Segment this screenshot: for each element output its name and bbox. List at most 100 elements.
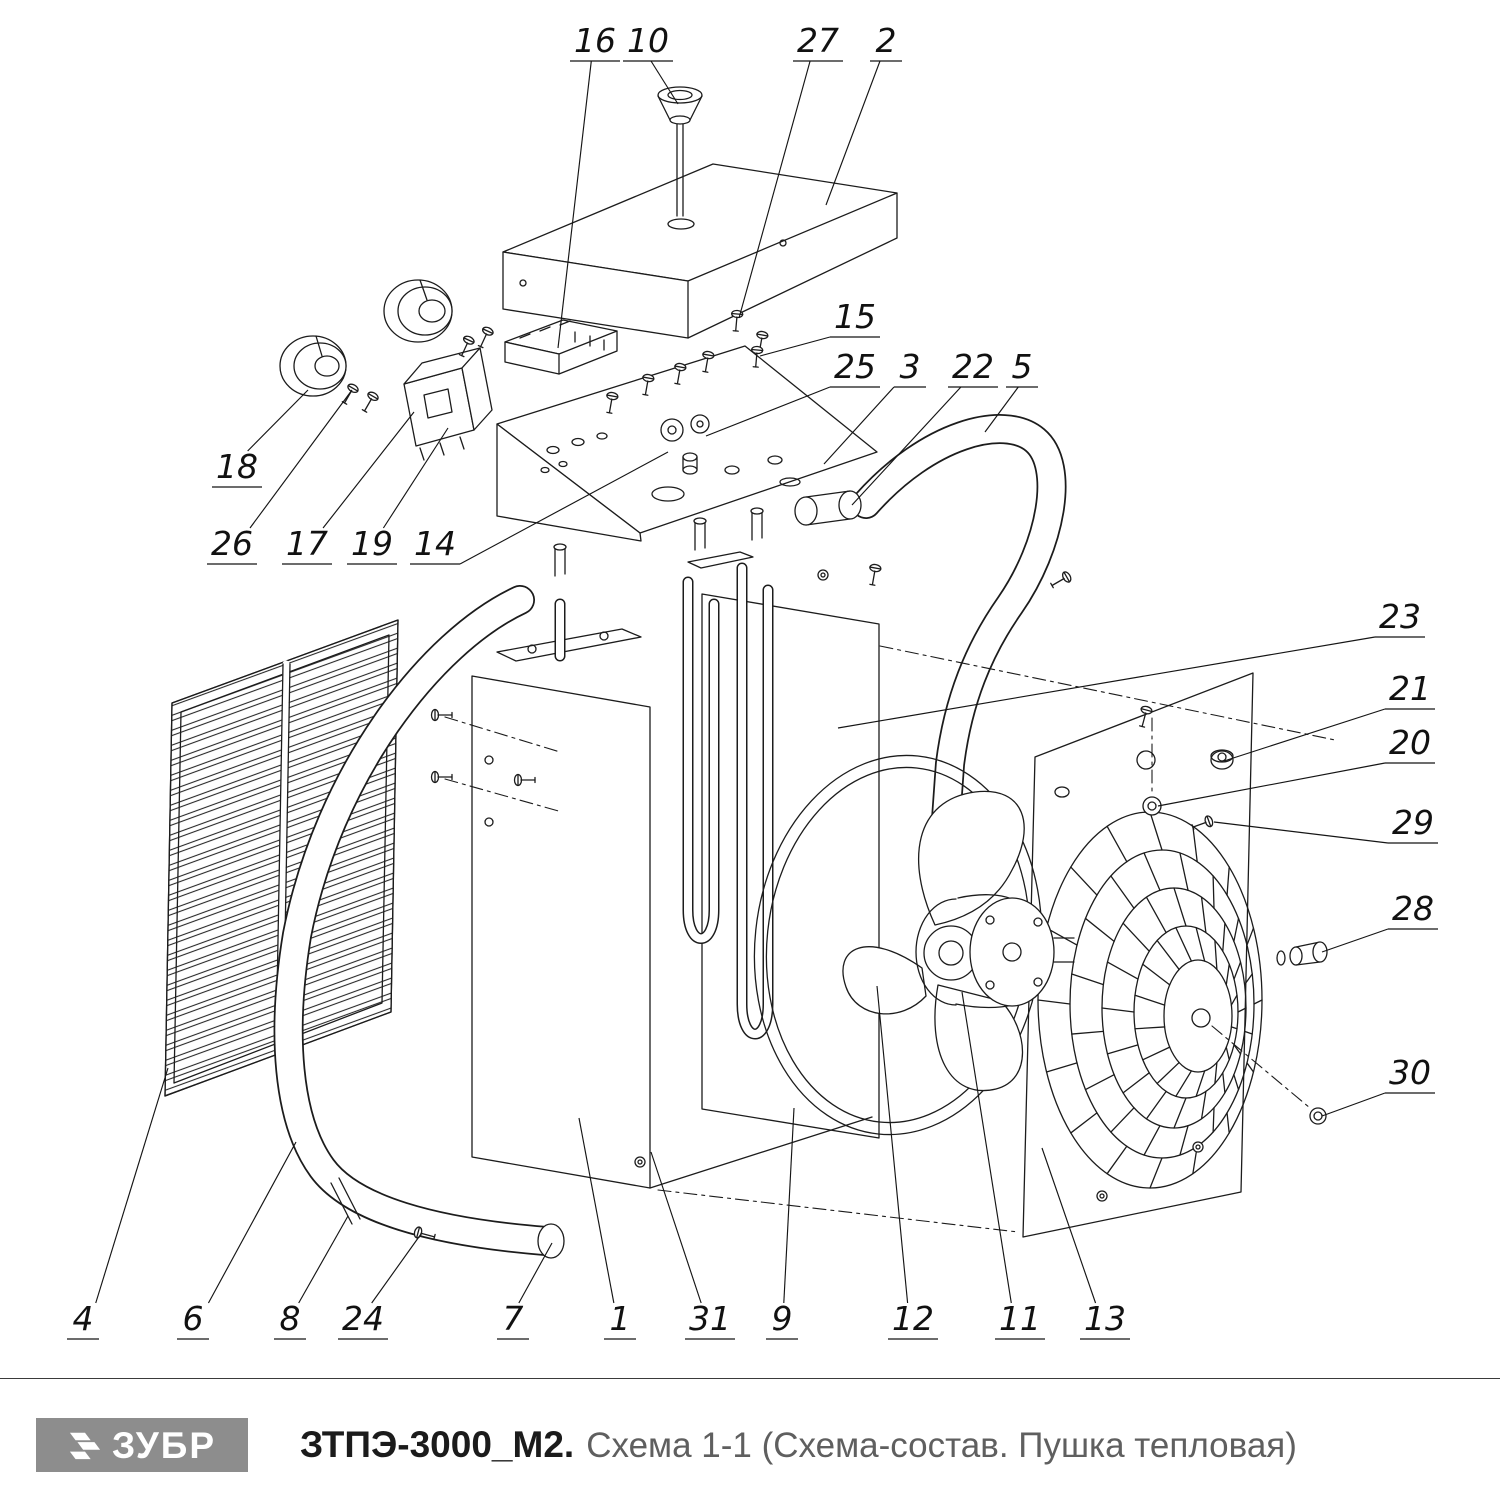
screw-glyph (642, 373, 655, 396)
bolt-part (1276, 941, 1328, 966)
leader-line-16 (557, 60, 592, 349)
leader-line-8 (298, 1215, 349, 1304)
leader-line-24 (371, 1233, 422, 1304)
zubr-logo: ЗУБР (36, 1418, 248, 1472)
screw-glyph (341, 383, 359, 405)
grille-ring (1163, 959, 1233, 1073)
leader-line-17 (322, 411, 415, 529)
brand-name: ЗУБР (111, 1424, 217, 1466)
leader-line-6 (207, 1141, 297, 1304)
fasteners (341, 309, 1214, 1240)
leader-line-23 (837, 636, 1376, 729)
scheme-name: Схема 1-1 (Схема-состав. Пушка тепловая) (586, 1426, 1297, 1465)
callout-5: 5 (1012, 347, 1033, 386)
top-cover-part (502, 163, 898, 339)
callout-11: 11 (999, 1299, 1041, 1338)
leader-line-28 (1321, 928, 1389, 953)
leader-line-21 (1223, 708, 1386, 762)
callout-22: 22 (952, 347, 994, 386)
leader-line-2 (825, 60, 881, 206)
screw-glyph (869, 563, 882, 586)
leader-line-7 (518, 1242, 553, 1304)
callout-20: 20 (1389, 723, 1431, 762)
screw-glyph (674, 362, 687, 385)
callout-18: 18 (216, 447, 258, 486)
callout-10: 10 (627, 21, 669, 60)
body-panel-part (471, 675, 873, 1189)
leader-line-3 (823, 386, 895, 465)
model-number: ЗТПЭ-3000_М2. (300, 1424, 575, 1465)
callout-24: 24 (342, 1299, 384, 1338)
leader-line-13 (1041, 1147, 1097, 1304)
fan-impeller-part (842, 790, 1025, 1092)
leader-line-22 (851, 386, 962, 506)
screw-glyph (606, 391, 619, 414)
screw-glyph (430, 708, 453, 722)
heating-element-part (496, 507, 880, 1139)
callout-3: 3 (900, 347, 921, 386)
screw-glyph (702, 350, 715, 373)
leader-line-14 (459, 451, 669, 565)
screw-glyph (731, 309, 744, 332)
callout-25: 25 (834, 347, 876, 386)
rear-panel-part (1022, 672, 1254, 1238)
scheme-title: ЗТПЭ-3000_М2. Схема 1-1 (Схема-состав. Пу… (300, 1424, 1297, 1466)
leader-line-19 (382, 427, 449, 529)
leader-line-9 (783, 1107, 795, 1304)
leader-line-26 (249, 389, 353, 529)
support-frame-part (273, 585, 565, 1259)
leader-line-29 (1213, 821, 1389, 844)
callout-6: 6 (183, 1299, 204, 1338)
screw-glyph (1191, 815, 1214, 831)
callout-14: 14 (414, 524, 456, 563)
leader-line-31 (650, 1151, 702, 1304)
grille-center-hole (1191, 1008, 1211, 1028)
callout-8: 8 (280, 1299, 301, 1338)
handle-frame-part (851, 414, 1067, 863)
screw-glyph (1050, 571, 1072, 589)
callout-31: 31 (689, 1299, 731, 1338)
fasteners-static (817, 569, 1328, 1202)
callout-4: 4 (73, 1299, 94, 1338)
callout-9: 9 (772, 1299, 793, 1338)
callout-17: 17 (286, 524, 328, 563)
callout-16: 16 (574, 21, 616, 60)
leader-line-15 (759, 336, 831, 357)
screw-glyph (361, 391, 379, 413)
callout-29: 29 (1392, 803, 1434, 842)
tube-spacer-part (794, 490, 862, 526)
construction-lines (444, 645, 1336, 1233)
callout-28: 28 (1392, 889, 1434, 928)
nut-part (1309, 1107, 1327, 1125)
screw-glyph (751, 345, 764, 368)
cable-grommet-part (657, 86, 703, 217)
callout-30: 30 (1389, 1053, 1431, 1092)
callout-19: 19 (351, 524, 393, 563)
callout-1: 1 (610, 1299, 631, 1338)
callout-26: 26 (211, 524, 253, 563)
leader-line-10 (650, 60, 679, 105)
screw-glyph (477, 326, 494, 349)
leader-line-18 (247, 389, 309, 452)
thermal-fuse-part (660, 414, 710, 475)
footer-divider (0, 1378, 1500, 1379)
callout-13: 13 (1084, 1299, 1126, 1338)
screw-glyph (430, 770, 453, 784)
callout-23: 23 (1379, 597, 1421, 636)
control-panel-part (496, 345, 878, 542)
leader-line-27 (738, 60, 811, 319)
callout-15: 15 (834, 297, 876, 336)
bushing-part (1210, 750, 1234, 770)
screw-glyph (458, 335, 475, 358)
knob-part-2 (383, 279, 453, 343)
leader-line-25 (705, 386, 831, 437)
leader-line-11 (961, 991, 1012, 1304)
screw-glyph (1139, 705, 1153, 728)
leader-line-12 (876, 985, 909, 1304)
callout-7: 7 (503, 1299, 524, 1338)
motor-part (915, 894, 1075, 1009)
leader-line-30 (1321, 1092, 1386, 1117)
